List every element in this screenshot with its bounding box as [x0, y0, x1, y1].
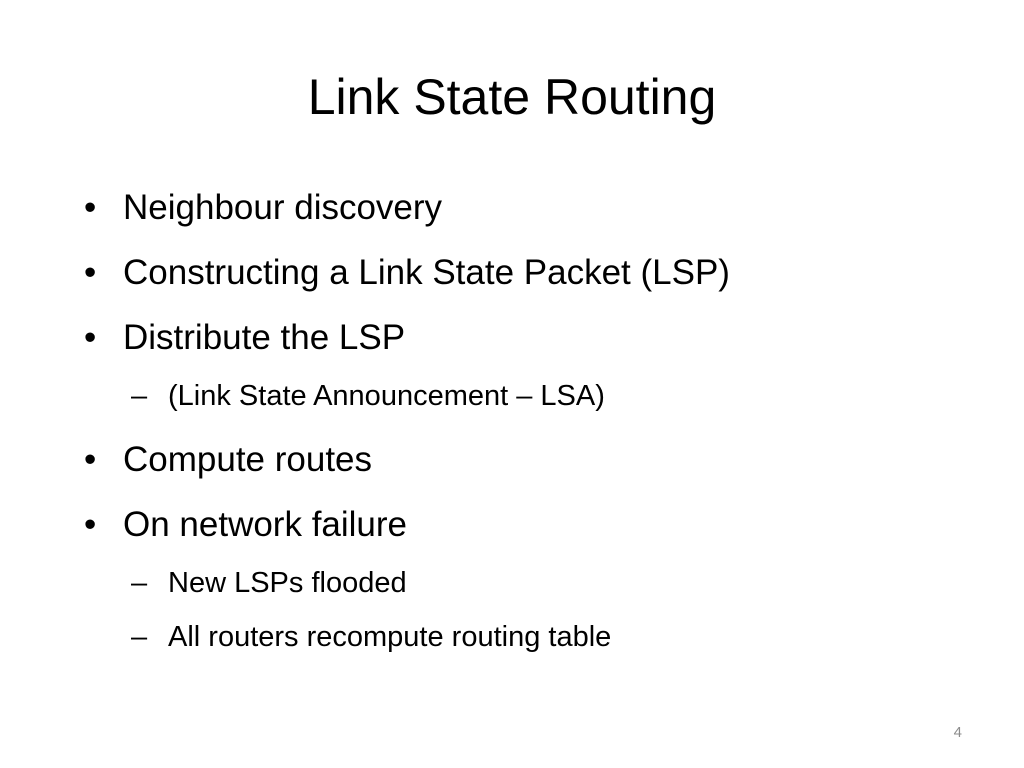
sub-bullet-text: New LSPs flooded: [168, 567, 407, 599]
sub-bullet-item-lsa: – (Link State Announcement – LSA): [84, 378, 964, 414]
bullet-text: Distribute the LSP: [123, 318, 406, 357]
sub-bullet-marker: –: [131, 621, 148, 653]
bullet-text: Compute routes: [123, 440, 373, 479]
bullet-item-neighbour-discovery: • Neighbour discovery: [84, 186, 964, 229]
bullet-marker: •: [84, 188, 97, 227]
sub-bullet-marker: –: [131, 380, 148, 412]
bullet-text: On network failure: [123, 505, 408, 544]
bullet-text: Constructing a Link State Packet (LSP): [123, 253, 730, 292]
bullet-marker: •: [84, 440, 97, 479]
sub-bullet-item-new-lsps: – New LSPs flooded: [84, 565, 964, 601]
sub-bullet-text: (Link State Announcement – LSA): [168, 380, 605, 412]
bullet-marker: •: [84, 318, 97, 357]
bullet-item-network-failure: • On network failure: [84, 503, 964, 546]
bullet-text: Neighbour discovery: [123, 188, 443, 227]
bullet-marker: •: [84, 253, 97, 292]
bullet-item-constructing-lsp: • Constructing a Link State Packet (LSP): [84, 251, 964, 294]
page-number: 4: [953, 724, 962, 741]
slide-title: Link State Routing: [307, 69, 717, 125]
bullet-item-distribute-lsp: • Distribute the LSP: [84, 316, 964, 359]
bullet-list: • Neighbour discovery • Constructing a L…: [84, 186, 964, 679]
bullet-item-compute-routes: • Compute routes: [84, 438, 964, 481]
bullet-marker: •: [84, 505, 97, 544]
sub-bullet-marker: –: [131, 567, 148, 599]
sub-bullet-text: All routers recompute routing table: [168, 621, 612, 653]
sub-bullet-item-recompute: – All routers recompute routing table: [84, 619, 964, 655]
